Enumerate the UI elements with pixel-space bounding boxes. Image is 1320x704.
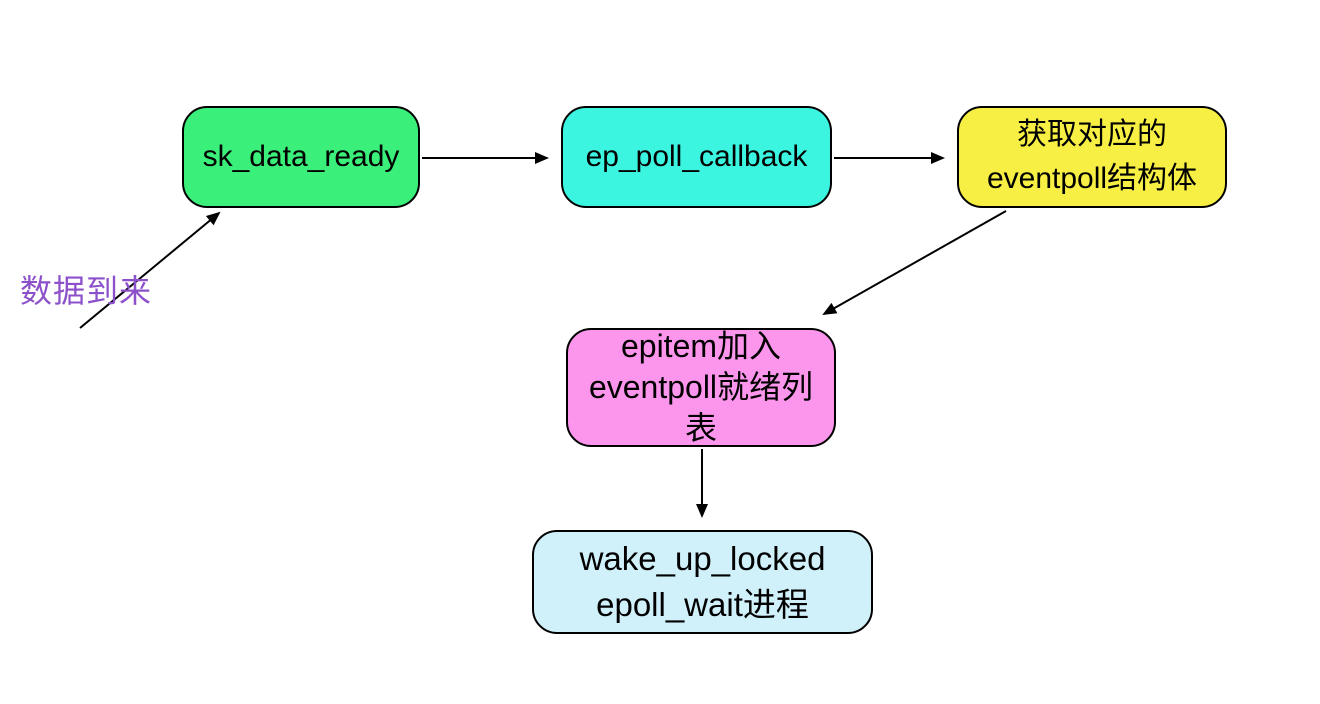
edge-get-eventpoll-to-epitem-ready-list	[822, 210, 1007, 315]
node-sk-data-ready-label: sk_data_ready	[202, 140, 400, 173]
node-get-eventpoll-line1: 获取对应的	[1017, 118, 1167, 151]
node-get-eventpoll-struct: 获取对应的 eventpoll结构体	[957, 106, 1227, 208]
node-sk-data-ready: sk_data_ready	[182, 106, 420, 208]
node-epitem-ready-list-line2: eventpoll就绪列	[588, 369, 814, 405]
node-epitem-ready-list-line3: 表	[684, 410, 717, 446]
node-ep-poll-callback: ep_poll_callback	[561, 106, 832, 208]
node-ep-poll-callback-label: ep_poll_callback	[585, 140, 808, 173]
edge-data-arrive-to-sk-data-ready	[79, 211, 221, 329]
node-wake-up-locked-line2: epoll_wait进程	[596, 586, 809, 623]
label-data-arrives: 数据到来	[20, 273, 153, 309]
node-epitem-ready-list-line1: epitem加入	[620, 328, 782, 364]
node-wake-up-locked: wake_up_locked epoll_wait进程	[532, 530, 873, 634]
node-get-eventpoll-line2: eventpoll结构体	[986, 162, 1198, 195]
node-wake-up-locked-line1: wake_up_locked	[579, 540, 826, 577]
node-epitem-ready-list: epitem加入 eventpoll就绪列 表	[566, 328, 836, 447]
